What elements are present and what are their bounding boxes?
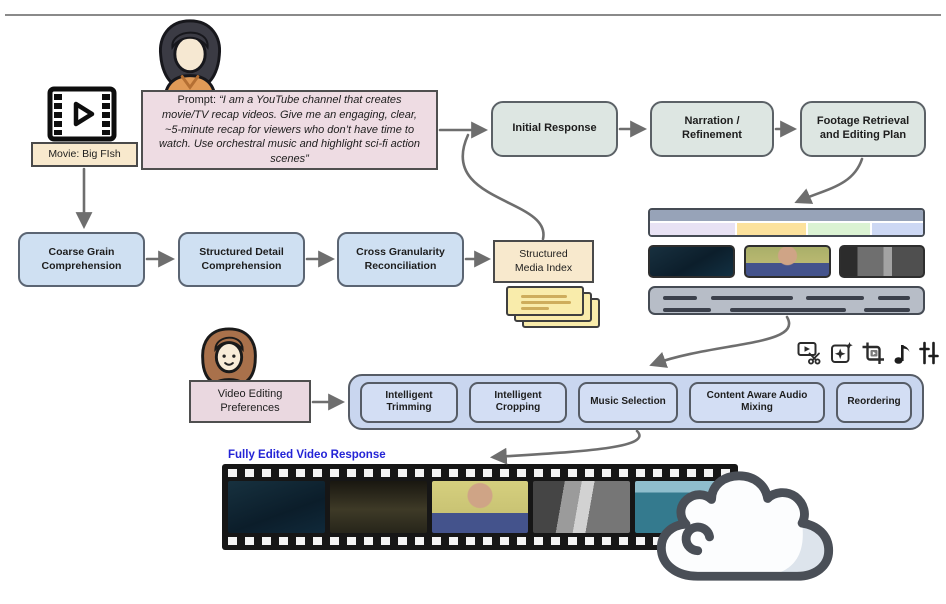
stage-structured-detail-comprehension: Structured Detail Comprehension [178,232,305,287]
stage-label: Initial Response [512,122,597,135]
film-frame-man-suit [431,481,529,533]
footage-thumbnail-ocean [648,245,735,278]
stage-label: Footage Retrieval and Editing Plan [816,115,910,141]
stage-footage-retrieval-plan: Footage Retrieval and Editing Plan [800,101,926,157]
stage-label: Intelligent Cropping [494,389,542,413]
film-frame-interior [533,481,631,533]
film-frame-forest [329,481,427,533]
music-note-icon [894,345,910,364]
editing-tools-icon-row [797,341,940,365]
footage-thumbnail-man-suit [744,245,831,278]
timeline-segment-row [650,221,923,235]
film-reel-icon [47,86,117,142]
media-index-label: Structured Media Index [514,248,573,274]
arrow-footage-to-timeline [794,157,864,204]
stage-label: Intelligent Trimming [385,389,433,413]
user-prompt-text: Prompt: “I am a YouTube channel that cre… [153,93,426,167]
stage-label: Narration / Refinement [682,115,742,141]
timeline-header-bar [650,210,923,221]
top-divider [5,14,941,16]
movie-title-text: Movie: Big FIsh [48,147,121,160]
stage-intelligent-trimming: Intelligent Trimming [360,381,458,423]
timeline-segment [872,223,923,235]
movie-title-label: Movie: Big FIsh [31,142,138,167]
output-label: Fully Edited Video Response [228,449,386,461]
stage-label: Music Selection [590,395,666,407]
output-label-text: Fully Edited Video Response [228,449,386,461]
stage-label: Reordering [847,395,901,407]
arrow-timeline-to-pipeline [649,315,791,368]
arrow-pipeline-to-filmstrip [489,429,641,465]
video-editing-preferences-box: Video Editing Preferences [189,380,311,423]
stage-cross-granularity-reconciliation: Cross Granularity Reconciliation [337,232,464,287]
filmstrip-sprockets-top [228,469,732,477]
structured-media-index-box: Structured Media Index [493,240,594,283]
stage-initial-response: Initial Response [491,101,618,157]
timeline-segment [737,223,806,235]
preferences-label: Video Editing Preferences [217,387,283,414]
stage-label: Cross Granularity Reconciliation [356,246,445,272]
stage-label: Coarse Grain Comprehension [41,246,122,272]
stage-coarse-grain-comprehension: Coarse Grain Comprehension [18,232,145,287]
trim-video-icon [797,342,821,365]
note-card-front [506,286,584,316]
stage-narration-refinement: Narration / Refinement [650,101,774,157]
timeline-segment [808,223,870,235]
stage-reordering: Reordering [836,381,912,423]
editing-pipeline-container: Intelligent Trimming Intelligent Croppin… [348,374,924,430]
stage-label: Structured Detail Comprehension [199,246,284,272]
cloud-icon [656,471,834,581]
stage-content-aware-audio-mixing: Content Aware Audio Mixing [689,381,825,423]
crop-video-icon [862,342,884,364]
stage-intelligent-cropping: Intelligent Cropping [469,381,567,423]
footage-thumbnail-train [839,245,925,278]
timeline-scene-track [648,208,925,237]
timeline-segment [650,223,735,235]
narration-track [648,286,925,315]
audio-sliders-icon [919,341,939,365]
user-prompt-box: Prompt: “I am a YouTube channel that cre… [141,90,438,170]
auto-enhance-icon [831,342,853,363]
filmstrip-sprockets-bottom [228,537,732,545]
user-avatar-icon [159,19,221,102]
prompt-quote: “I am a YouTube channel that creates mov… [158,94,421,166]
prompt-prefix: Prompt: [177,94,220,107]
stage-music-selection: Music Selection [578,381,678,423]
stage-label: Content Aware Audio Mixing [706,389,808,413]
film-frame-underwater [228,481,325,533]
